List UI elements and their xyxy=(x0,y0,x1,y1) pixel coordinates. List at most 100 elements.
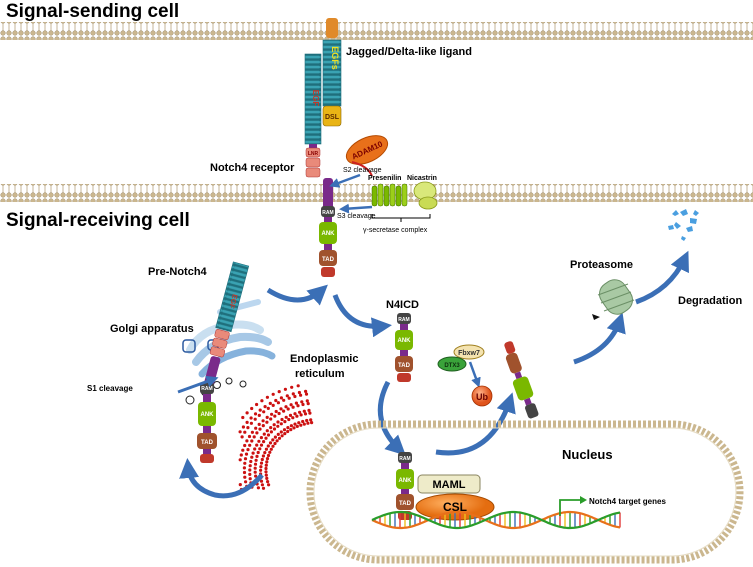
er-dot xyxy=(255,402,259,407)
er-dot xyxy=(240,435,244,439)
er-dot xyxy=(293,422,297,426)
er-dot xyxy=(243,475,247,479)
nuclear-ank-label: ANK xyxy=(399,478,413,484)
er-dot xyxy=(297,390,301,395)
er-dot xyxy=(291,392,295,396)
er-dot xyxy=(289,424,293,428)
er-dot xyxy=(296,404,300,408)
nuclear-tad-label: TAD xyxy=(399,501,412,507)
notch4-receptor-label: Notch4 receptor xyxy=(210,162,295,174)
er-dot xyxy=(291,416,295,420)
er-dot xyxy=(306,402,310,406)
er-dot xyxy=(279,396,283,400)
er-dot xyxy=(264,470,268,474)
er-dot xyxy=(246,448,250,452)
er-dot xyxy=(273,441,277,446)
er-dot xyxy=(268,401,272,405)
fbxw7-label: Fbxw7 xyxy=(458,350,480,357)
er-dot xyxy=(264,466,268,471)
er-dot xyxy=(253,470,257,474)
dtx3: DTX3 xyxy=(437,356,467,372)
er-dot xyxy=(280,417,284,422)
pre-notch4: EGF xyxy=(204,261,250,387)
er-dot xyxy=(301,419,305,424)
er-dot xyxy=(269,430,273,434)
er-dot xyxy=(304,392,309,396)
nuclear-n4icd: RAM ANK TAD xyxy=(396,452,414,520)
er-dot xyxy=(299,413,303,417)
s3-arrow xyxy=(339,203,373,214)
er-dot xyxy=(271,438,275,442)
pre-notch4-label: Pre-Notch4 xyxy=(148,266,208,278)
er-dot xyxy=(255,454,259,458)
gamma-secretase-label: γ-secretase complex xyxy=(363,227,428,234)
s1-cleavage-label: S1 cleavage xyxy=(87,384,133,393)
er-dot xyxy=(257,422,261,426)
er-dot xyxy=(271,392,275,396)
er-dot xyxy=(244,452,249,456)
ligand-label: Jagged/Delta-like ligand xyxy=(346,46,472,58)
er-dot xyxy=(277,411,281,416)
er-dot xyxy=(265,476,269,480)
s3-cleavage-label: S3 cleavage xyxy=(337,213,376,220)
er-dot xyxy=(286,429,290,434)
er-dot xyxy=(272,427,277,431)
er-dot xyxy=(286,426,290,430)
proteasome-label: Proteasome xyxy=(570,259,633,271)
er-dot xyxy=(265,457,270,461)
s2-cleavage-label: S2 cleavage xyxy=(343,167,382,174)
er-dot xyxy=(273,435,277,439)
er-dot xyxy=(283,420,287,424)
er-dot xyxy=(305,418,309,423)
er-dot xyxy=(279,422,283,426)
er-dot xyxy=(261,424,265,428)
er-dot xyxy=(247,434,252,439)
er-dot xyxy=(259,468,263,472)
signal-receiving-cell-title: Signal-receiving cell xyxy=(6,210,190,231)
er-dot xyxy=(248,443,252,447)
er-dot xyxy=(241,425,245,429)
er-dot xyxy=(296,384,300,388)
er-dot xyxy=(262,440,266,444)
er-dot xyxy=(274,398,278,403)
n4icd-label: N4ICD xyxy=(386,299,419,311)
target-genes-arrow xyxy=(559,499,580,516)
er-dot xyxy=(250,455,254,459)
er-dot xyxy=(259,479,264,483)
er-dot xyxy=(289,403,293,407)
nucleus-label: Nucleus xyxy=(562,447,613,462)
er-dot xyxy=(283,387,287,391)
er-dot xyxy=(239,453,243,457)
pre-notch4-tad-label: TAD xyxy=(201,440,214,446)
n4icd-to-nucleus-arrow xyxy=(377,380,406,456)
er-dot xyxy=(276,432,280,436)
er-dot xyxy=(258,427,262,431)
er-dot xyxy=(269,417,273,421)
er-dot xyxy=(265,420,269,424)
notch4-receptor: EGF LNR RAM ANK TAD xyxy=(304,53,337,277)
er-dot xyxy=(250,439,254,443)
er-dot xyxy=(249,459,253,464)
er-dot xyxy=(310,421,314,425)
ligase-to-ub-arrow xyxy=(468,361,481,388)
er-dot xyxy=(289,428,293,432)
er-dot xyxy=(251,451,255,455)
er-dot xyxy=(283,432,287,436)
er-dot xyxy=(266,480,270,484)
er-dot xyxy=(250,430,254,434)
pre-notch4-ank-label: ANK xyxy=(201,412,215,418)
er-dot xyxy=(253,462,258,466)
er-dot xyxy=(293,394,297,399)
nuclear-ram-label: RAM xyxy=(399,456,410,462)
er-dot xyxy=(263,405,267,409)
er-dot xyxy=(258,447,262,451)
dna-double-helix xyxy=(371,510,621,530)
pre-notch4-ram-label: RAM xyxy=(201,386,212,392)
er-dot xyxy=(282,409,286,413)
ubiquitinated-n4icd xyxy=(504,341,539,419)
er-dot xyxy=(265,429,269,433)
to-proteasome-arrow xyxy=(573,312,626,365)
er-dot xyxy=(286,407,290,411)
er-dot xyxy=(302,409,306,413)
ligand-egfs-domain-label: EGFs xyxy=(330,46,340,70)
